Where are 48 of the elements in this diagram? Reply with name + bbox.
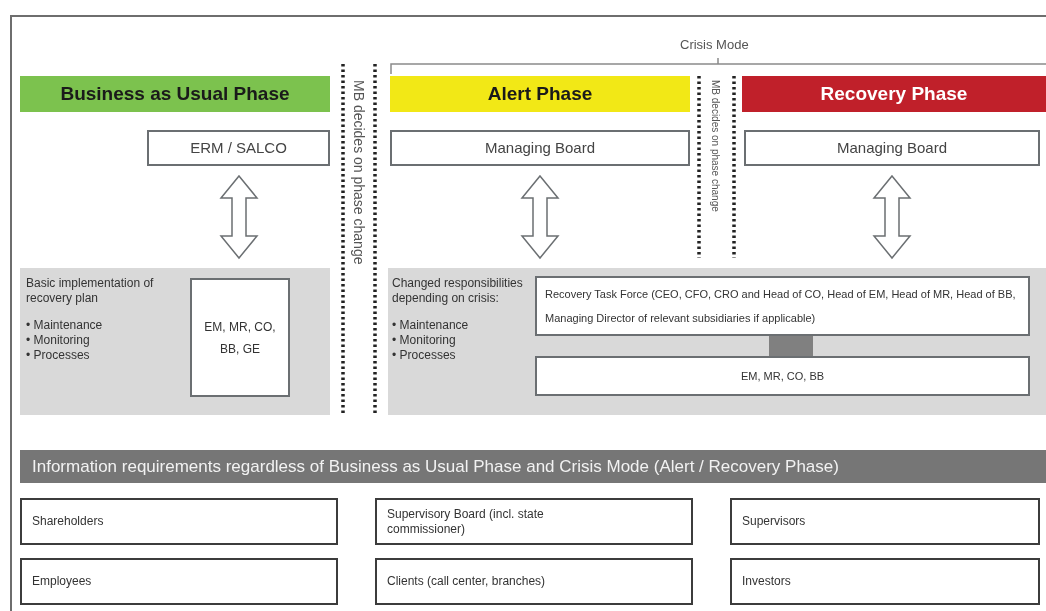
- connector-bar: [769, 336, 813, 356]
- stakeholder-box: [20, 558, 338, 605]
- vertical-label: MB decides on phase change: [350, 80, 368, 265]
- stakeholder-box: [375, 558, 693, 605]
- double-arrow: [520, 174, 560, 260]
- phase-banner: [742, 76, 1046, 112]
- box-text: Shareholders: [32, 514, 104, 529]
- process-box: [147, 130, 330, 166]
- box-text: Clients (call center, branches): [387, 574, 546, 589]
- list-item: • Maintenance: [26, 318, 103, 333]
- phase-panel: [20, 268, 330, 415]
- double-arrow: [219, 174, 259, 260]
- process-box: [190, 278, 290, 397]
- stakeholder-box: [375, 498, 693, 545]
- phase-banner: [20, 76, 330, 112]
- stakeholder-box: [730, 558, 1040, 605]
- box-text: Supervisors: [742, 514, 806, 529]
- list-item: • Processes: [392, 348, 456, 363]
- list-item: • Monitoring: [26, 333, 90, 348]
- process-box: [535, 356, 1030, 396]
- process-box: [744, 130, 1040, 166]
- phase-banner: [390, 76, 690, 112]
- vertical-label: MB decides on phase change: [709, 80, 721, 212]
- stakeholder-box: [20, 498, 338, 545]
- stakeholder-box: [730, 498, 1040, 545]
- box-text: EM, MR, CO, BB, GE: [203, 318, 277, 358]
- box-text: Employees: [32, 574, 92, 589]
- box-text: Investors: [742, 574, 791, 589]
- list-item: • Processes: [26, 348, 90, 363]
- section-band: [20, 450, 1046, 483]
- phase-panel: [388, 268, 1046, 415]
- list-item: • Monitoring: [392, 333, 456, 348]
- box-text: Managing Board: [484, 137, 596, 158]
- process-box: [390, 130, 690, 166]
- double-arrow: [872, 174, 912, 260]
- box-text: EM, MR, CO, BB: [740, 368, 825, 384]
- panel-heading: Changed responsibilities depending on crisis:: [392, 276, 524, 306]
- box-text: Alert Phase: [487, 81, 593, 106]
- box-text: Recovery Phase: [820, 81, 968, 106]
- process-box: [535, 276, 1030, 336]
- box-text: Information requirements regardless of Business as Usual Phase and Crisis Mode (Alert / Recovery Phase): [32, 455, 839, 478]
- list-item: • Maintenance: [392, 318, 469, 333]
- panel-heading: Basic implementation of recovery plan: [26, 276, 155, 306]
- box-text: Managing Board: [836, 137, 948, 158]
- box-text: Supervisory Board (incl. state commissioner): [387, 506, 545, 537]
- box-text: Recovery Task Force (CEO, CFO, CRO and Head of CO, Head of EM, Head of MR, Head of BB, Managing Director of relevant subsidiaries if applicable): [545, 287, 1017, 326]
- box-text: Business as Usual Phase: [60, 81, 290, 106]
- box-text: ERM / SALCO: [190, 137, 287, 158]
